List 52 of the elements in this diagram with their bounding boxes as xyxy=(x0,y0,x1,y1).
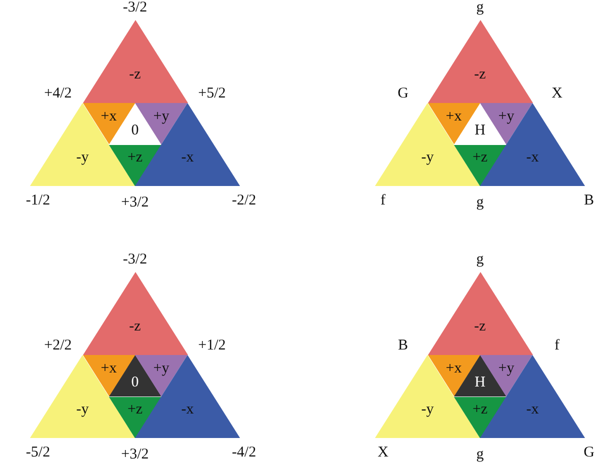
region-label: -z xyxy=(129,68,141,83)
region-label: +z xyxy=(472,402,488,418)
region-label: -z xyxy=(474,320,486,335)
vertex-label: -3/2 xyxy=(122,0,148,16)
vertex-label: g xyxy=(476,0,484,16)
region-label: -z xyxy=(474,68,486,83)
vertex-label: +1/2 xyxy=(198,338,226,354)
vertex-label: X xyxy=(378,446,388,460)
region-label: +z xyxy=(127,150,143,166)
region-label: +x xyxy=(446,361,462,376)
region-label: +x xyxy=(446,109,462,124)
region-label: -y xyxy=(421,402,434,418)
vertex-label: f xyxy=(554,338,560,354)
vertex-label: B xyxy=(584,194,594,208)
region-label: 0 xyxy=(131,375,139,390)
vertex-label: X xyxy=(552,86,562,102)
vertex-label: -4/2 xyxy=(232,446,256,460)
vertex-label: -1/2 xyxy=(26,194,50,208)
vertex-label: B xyxy=(398,338,408,354)
region-label: +y xyxy=(153,361,170,376)
region-label: -x xyxy=(526,150,539,166)
region-label: +x xyxy=(100,109,117,124)
vertex-label: -5/2 xyxy=(26,446,50,460)
region-label: 0 xyxy=(131,123,139,138)
vertex-label: g xyxy=(476,448,484,462)
region-label: H xyxy=(474,375,486,390)
vertex-label: +3/2 xyxy=(121,196,149,210)
vertex-label: +3/2 xyxy=(121,448,149,462)
region-label: -y xyxy=(76,402,89,418)
vertex-label: -3/2 xyxy=(122,252,148,268)
vertex-label: G xyxy=(584,446,594,460)
region-label: -z xyxy=(129,320,141,335)
vertex-label: g xyxy=(476,252,484,268)
region-label: -x xyxy=(181,402,194,418)
region-label: +z xyxy=(472,150,488,166)
region-label: +z xyxy=(127,402,143,418)
region-label: -y xyxy=(421,150,434,166)
vertex-label: +4/2 xyxy=(44,86,72,102)
region-label: +x xyxy=(100,361,117,376)
region-label: -y xyxy=(76,150,89,166)
vertex-label: f xyxy=(380,194,386,208)
region-label: H xyxy=(474,123,486,138)
region-label: -x xyxy=(181,150,194,166)
vertex-label: g xyxy=(476,196,484,210)
region-label: +y xyxy=(498,109,514,124)
vertex-label: G xyxy=(398,86,408,102)
region-label: +y xyxy=(153,109,170,124)
region-label: +y xyxy=(498,361,514,376)
vertex-label: +2/2 xyxy=(44,338,72,354)
vertex-label: -2/2 xyxy=(232,194,256,208)
vertex-label: +5/2 xyxy=(198,86,226,102)
region-label: -x xyxy=(526,402,539,418)
